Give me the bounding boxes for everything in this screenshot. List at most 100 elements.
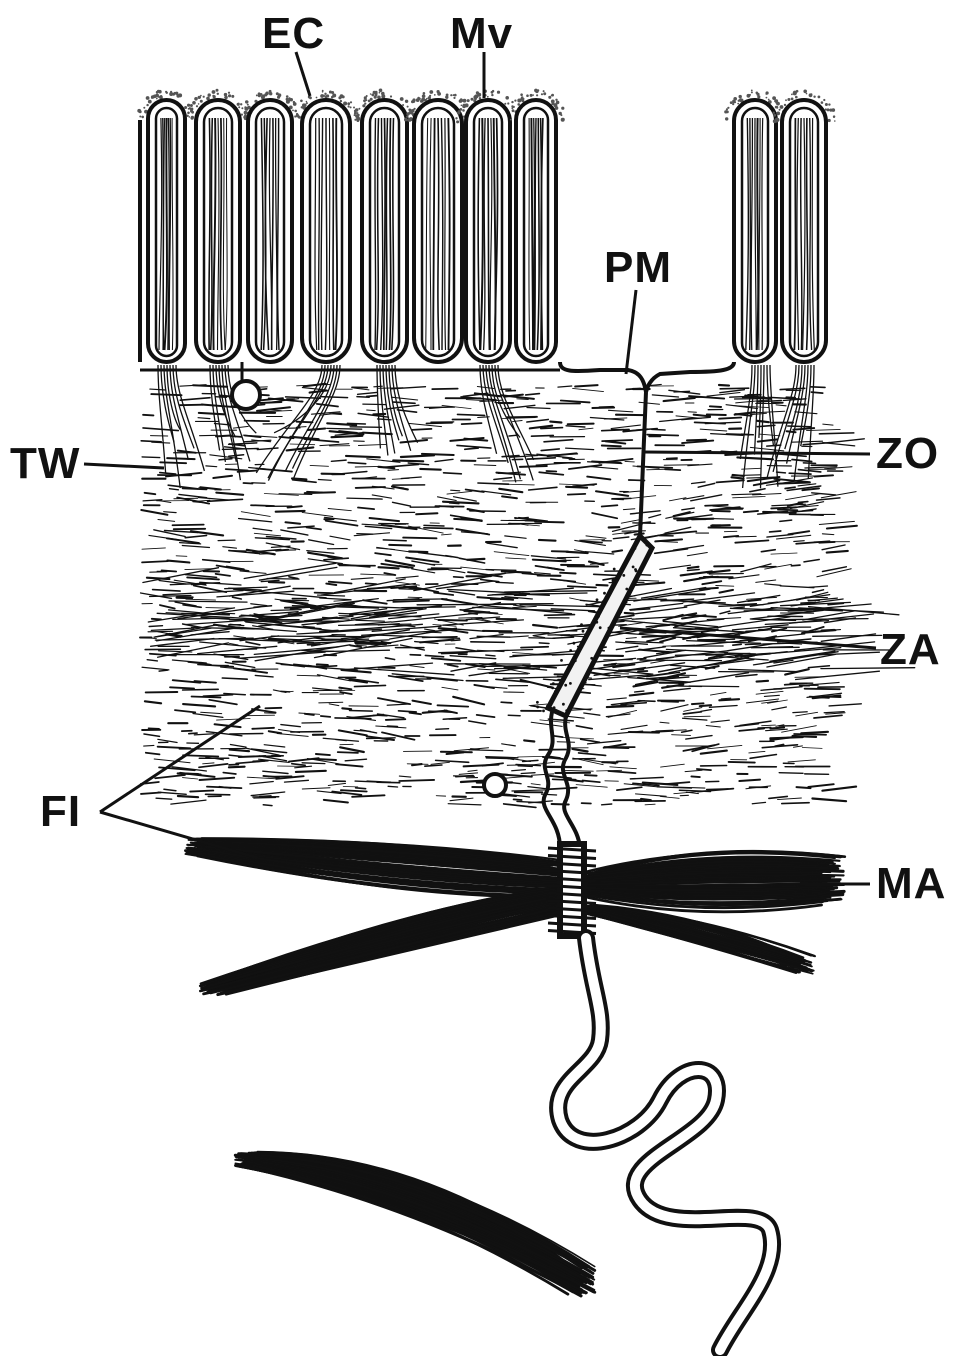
web-filament (674, 519, 706, 520)
web-filament (443, 718, 466, 720)
web-filament (822, 545, 845, 550)
glycocalyx-dot (810, 93, 812, 95)
adherens-dense-dot (634, 547, 637, 550)
web-filament (512, 790, 545, 791)
web-filament (178, 796, 198, 797)
web-filament (813, 590, 824, 593)
label-pm: PM (604, 243, 672, 292)
glycocalyx-dot (773, 112, 775, 114)
desmosome-plaque-stroke (548, 856, 596, 859)
web-filament (568, 494, 586, 495)
microvilli (137, 89, 835, 363)
glycocalyx-dot (772, 96, 776, 100)
glycocalyx-dot (292, 110, 294, 112)
web-filament (444, 473, 462, 474)
web-filament (252, 728, 274, 729)
web-filament (732, 477, 744, 478)
web-filament (141, 510, 167, 515)
glycocalyx-dot (363, 99, 366, 102)
web-filament (626, 389, 640, 390)
web-filament (206, 794, 230, 795)
adherens-dense-dot (569, 649, 572, 652)
web-filament (276, 550, 288, 551)
web-filament (638, 701, 655, 702)
glycocalyx-dot (833, 115, 835, 117)
glycocalyx-dot (726, 108, 728, 110)
adherens-dense-dot (560, 659, 563, 662)
rootlet-filament (256, 365, 322, 473)
web-filament (240, 652, 325, 658)
web-filament (465, 448, 479, 449)
glycocalyx-dot (241, 107, 243, 109)
web-filament (191, 531, 223, 535)
web-filament (591, 467, 618, 469)
web-filament (160, 605, 175, 608)
web-filament (539, 472, 563, 475)
web-filament (560, 573, 576, 574)
glycocalyx-dot (187, 104, 190, 107)
core-filament (211, 118, 213, 350)
web-filament (487, 758, 510, 759)
web-filament (770, 728, 784, 729)
glycocalyx-dot (423, 92, 426, 95)
web-filament (183, 778, 198, 779)
web-filament (340, 747, 364, 752)
glycocalyx-dot (766, 97, 768, 99)
web-filament (260, 553, 274, 554)
glycocalyx-dot (462, 109, 465, 112)
web-filament (688, 567, 699, 568)
glycocalyx-dot (757, 93, 759, 95)
web-filament (432, 658, 460, 661)
web-filament (285, 780, 309, 782)
web-filament (558, 386, 572, 387)
web-filament (777, 472, 786, 473)
web-filament (687, 553, 707, 556)
web-filament (823, 424, 833, 425)
web-filament (209, 700, 237, 705)
web-filament (695, 422, 726, 423)
glycocalyx-dot (196, 105, 198, 107)
web-filament (246, 642, 260, 645)
web-filament (638, 671, 647, 672)
glycocalyx-dot (429, 95, 431, 97)
web-filament (568, 586, 596, 587)
web-filament (387, 704, 409, 705)
glycocalyx-dot (738, 100, 740, 102)
web-filament (394, 599, 447, 600)
web-filament (520, 466, 547, 467)
web-filament (756, 691, 783, 694)
web-filament (585, 775, 597, 776)
web-filament (504, 804, 536, 808)
glycocalyx-dot (556, 101, 560, 105)
glycocalyx-dot (535, 90, 539, 94)
glycocalyx-dot (532, 94, 534, 96)
glycocalyx-dot (247, 104, 249, 106)
adherens-dense-dot (570, 665, 573, 668)
glycocalyx-dot (827, 108, 830, 111)
web-filament (737, 457, 773, 459)
glycocalyx-dot (189, 116, 191, 118)
glycocalyx-dot (505, 96, 509, 100)
web-filament (269, 731, 281, 733)
web-filament (241, 512, 270, 517)
web-filament (649, 515, 661, 518)
web-filament (155, 625, 216, 637)
web-filament (797, 787, 811, 788)
web-filament (216, 574, 231, 576)
glycocalyx-dot (298, 116, 301, 119)
glycocalyx-dot (507, 102, 509, 104)
web-filament (406, 558, 439, 563)
glycocalyx-dot (749, 94, 751, 96)
glycocalyx-dot (191, 111, 194, 114)
adherens-dense-dot (646, 544, 649, 547)
web-filament (531, 722, 562, 726)
microvillus (510, 89, 565, 362)
web-filament (304, 384, 326, 387)
web-filament (345, 759, 366, 761)
web-filament (443, 502, 479, 504)
web-filament (584, 713, 600, 715)
web-filament (229, 767, 245, 768)
web-filament (473, 607, 564, 610)
glycocalyx-dot (791, 98, 794, 101)
